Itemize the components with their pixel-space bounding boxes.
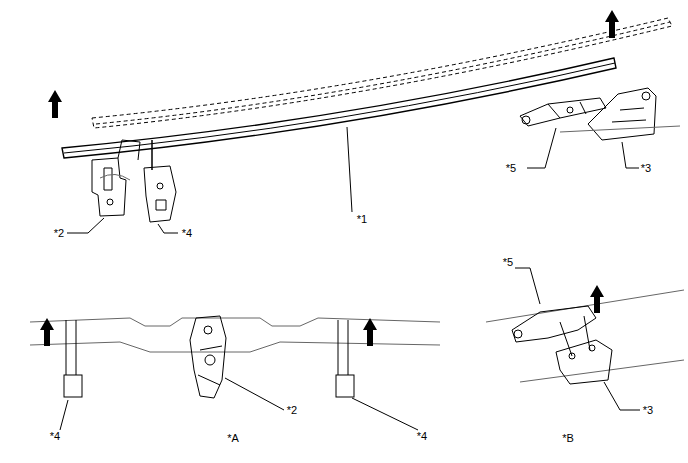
callout-number: *4 xyxy=(182,227,192,240)
callout-number: *2 xyxy=(287,404,297,417)
callout-number: *5 xyxy=(506,162,516,175)
callout-number: *4 xyxy=(417,430,427,443)
callout-number: *1 xyxy=(357,213,367,226)
callout-number: *3 xyxy=(643,404,653,417)
callout-number: *2 xyxy=(54,227,64,240)
callout-number: *5 xyxy=(503,256,513,269)
callout-number: *3 xyxy=(641,162,651,175)
callout-number: *A xyxy=(227,432,239,445)
callout-number: *B xyxy=(562,432,574,445)
callout-number: *4 xyxy=(50,430,60,443)
